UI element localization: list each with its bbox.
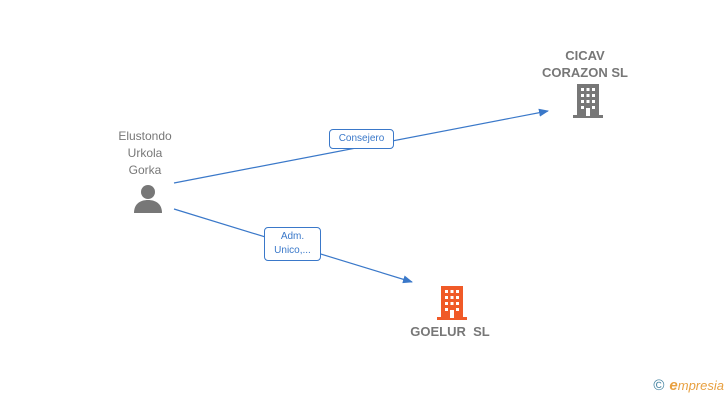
person-name-line-2: Urkola: [127, 146, 163, 160]
person-name-line-3: Gorka: [128, 163, 162, 177]
cicav-name-line-2: CORAZON SL: [542, 65, 628, 80]
edge-label-adm-unico[interactable]: Adm. Unico,...: [264, 227, 321, 261]
building-icon[interactable]: [435, 285, 469, 321]
building-icon[interactable]: [571, 83, 605, 119]
copyright-symbol: ©: [653, 377, 665, 394]
edge-label-consejero[interactable]: Consejero: [329, 129, 394, 149]
goelur-label[interactable]: GOELUR SL: [410, 324, 490, 339]
brand-initial: e: [669, 377, 678, 394]
person-name-line-1: Elustondo: [118, 129, 172, 143]
brand-rest: mpresia: [677, 378, 724, 393]
edge-label-consejero-text: Consejero: [338, 133, 385, 144]
person-icon[interactable]: [133, 184, 163, 214]
person-label[interactable]: Elustondo Urkola Gorka: [95, 128, 195, 179]
cicav-name-line-1: CICAV: [565, 48, 605, 63]
cicav-label[interactable]: CICAV CORAZON SL: [530, 47, 640, 81]
edge-label-adm-line-1: Adm.: [280, 231, 305, 242]
edge-label-adm-line-2: Unico,...: [274, 245, 311, 256]
